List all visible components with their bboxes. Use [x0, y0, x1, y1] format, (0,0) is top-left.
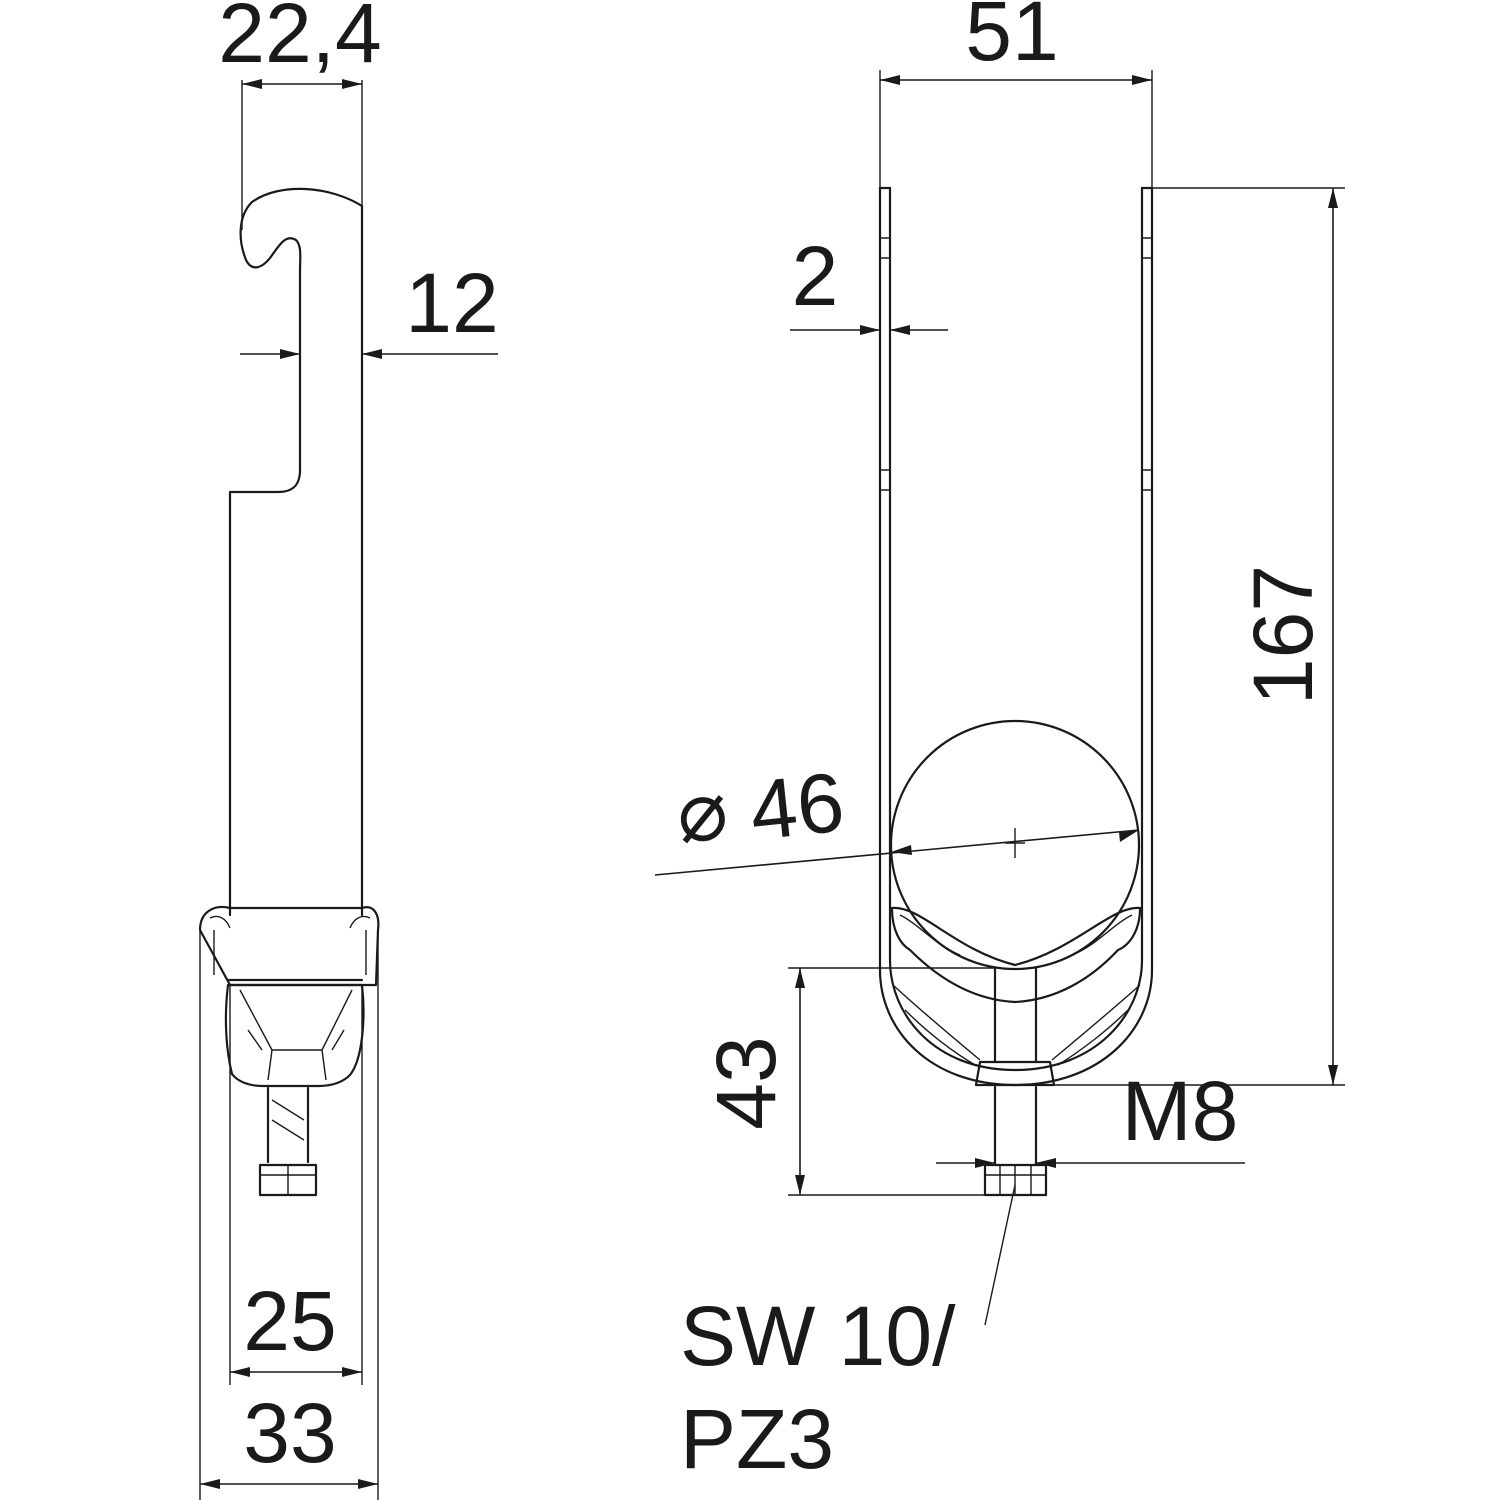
dim-thickness: 2 [792, 229, 839, 323]
dim-overall-height: 167 [1236, 565, 1330, 705]
clip-inner [888, 186, 1144, 1072]
diameter-symbol: ⌀ [672, 762, 732, 861]
cable-circle [889, 719, 1141, 971]
wedge-body [224, 983, 365, 1088]
drive-label-line1: SW 10/ [680, 1289, 956, 1383]
clamp-outline [198, 905, 380, 987]
nut-side [258, 1163, 318, 1197]
dim-cable-diameter: 46 [746, 755, 849, 858]
dim-inner-width: 25 [243, 1274, 336, 1368]
nut-front [983, 1163, 1048, 1197]
clip-outline [878, 186, 1154, 1087]
dim-hook-width: 22,4 [218, 0, 382, 80]
drive-label-line2: PZ3 [680, 1392, 834, 1486]
dim-screw-offset: 43 [699, 1036, 793, 1129]
dim-outer-width: 33 [243, 1386, 336, 1480]
saddle [890, 906, 1142, 1004]
front-view: 51 2 167 ⌀ 46 43 M8 SW 10/ PZ3 [654, 0, 1345, 1486]
dim-clip-width: 51 [965, 0, 1058, 78]
dim-hook-depth: 12 [405, 256, 498, 350]
hook-outline [228, 187, 364, 917]
side-view: 22,4 12 25 33 [198, 0, 499, 1500]
thread-label: M8 [1122, 1064, 1239, 1158]
